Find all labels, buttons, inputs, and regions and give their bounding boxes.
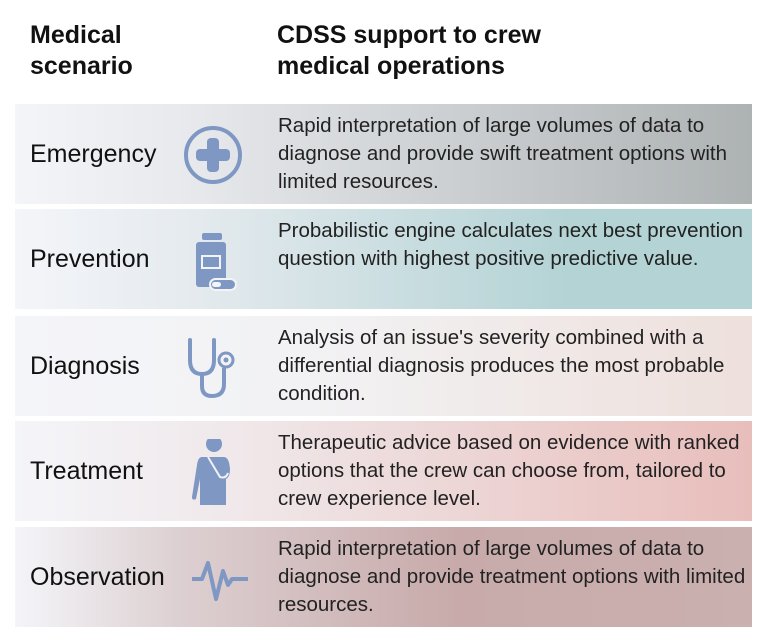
scenario-label: Emergency <box>30 139 157 168</box>
support-description: Rapid interpretation of large volumes of… <box>278 114 727 193</box>
support-description: Therapeutic advice based on evidence wit… <box>278 431 740 510</box>
scenario-row-diagnosis: Diagnosis Analysis of an issue's severit… <box>15 316 752 416</box>
scenario-label: Prevention <box>30 244 150 273</box>
scenario-label: Treatment <box>30 456 144 485</box>
scenario-label: Observation <box>30 562 165 591</box>
support-description: Analysis of an issue's severity combined… <box>278 326 725 405</box>
support-description: Rapid interpretation of large volumes of… <box>278 537 746 616</box>
heartbeat-icon <box>190 545 256 611</box>
scenario-row-emergency: Emergency Rapid interpretation of large … <box>15 104 752 204</box>
scenario-row-prevention: Prevention Probabilistic engine calculat… <box>15 209 752 309</box>
scenario-column-header: Medical scenario <box>30 21 133 80</box>
support-column-header: CDSS support to crew medical operations <box>277 21 541 80</box>
scenario-label: Diagnosis <box>30 351 140 380</box>
person-arm-sling-icon <box>180 439 246 505</box>
scenario-row-treatment: Treatment Therapeutic advice based on ev… <box>15 421 752 521</box>
medical-cross-icon <box>180 122 246 188</box>
stethoscope-icon <box>180 334 246 400</box>
pill-bottle-icon <box>180 227 246 293</box>
scenario-row-observation: Observation Rapid interpretation of larg… <box>15 527 752 627</box>
support-description: Probabilistic engine calculates next bes… <box>278 219 743 270</box>
